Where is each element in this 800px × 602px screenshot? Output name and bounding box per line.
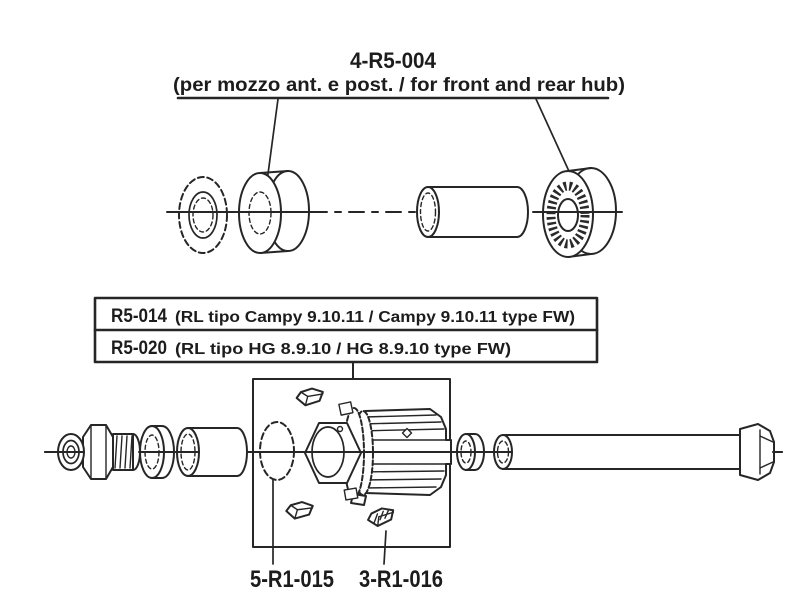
kit-row-campy-code: R5-014 [111,306,167,327]
kit-description-label: (per mozzo ant. e post. / for front and … [173,75,625,96]
leader-line-to-pawl [383,530,387,565]
body-pin-detail [401,427,413,439]
collar-tab-top [338,401,354,416]
rear-axle [493,423,775,481]
front-rear-hub-bearing-assembly [166,167,623,258]
pawl-bottom-left [284,500,314,521]
freehub-body [304,401,452,506]
kit-row-hg-code: R5-020 [111,338,167,359]
kit-code-label: 4-R5-004 [350,48,437,73]
seal-part-label: 5-R1-015 [250,566,334,593]
axle-hex-nut [739,423,775,481]
rear-hub-axle-assembly: 5-R1-015 3-R1-016 [44,378,783,593]
collar-hole-detail [336,425,344,433]
dust-seal-washer [178,176,228,254]
freehub-kit-table: R5-014 (RL tipo Campy 9.10.11 / Campy 9.1… [93,296,599,380]
kit-row-campy-desc: (RL tipo Campy 9.10.11 / Campy 9.10.11 t… [175,309,575,326]
collar-tab-bottom [343,487,359,501]
caged-ball-bearing [542,167,617,258]
axle-end-cap [57,424,141,480]
kit-row-campy: R5-014 (RL tipo Campy 9.10.11 / Campy 9.1… [111,306,575,327]
pawl-bottom-center [366,506,396,528]
kit-row-hg-desc: (RL tipo HG 8.9.10 / HG 8.9.10 type FW) [175,341,511,358]
pawl-top [295,387,324,407]
pawl-part-label: 3-R1-016 [359,566,443,593]
axle-spacer-tube [416,186,529,238]
leader-line-to-front-bearing [265,98,279,190]
kit-row-hg: R5-020 (RL tipo HG 8.9.10 / HG 8.9.10 typ… [111,338,511,359]
top-kit-label-group: 4-R5-004 (per mozzo ant. e post. / for f… [173,48,625,192]
